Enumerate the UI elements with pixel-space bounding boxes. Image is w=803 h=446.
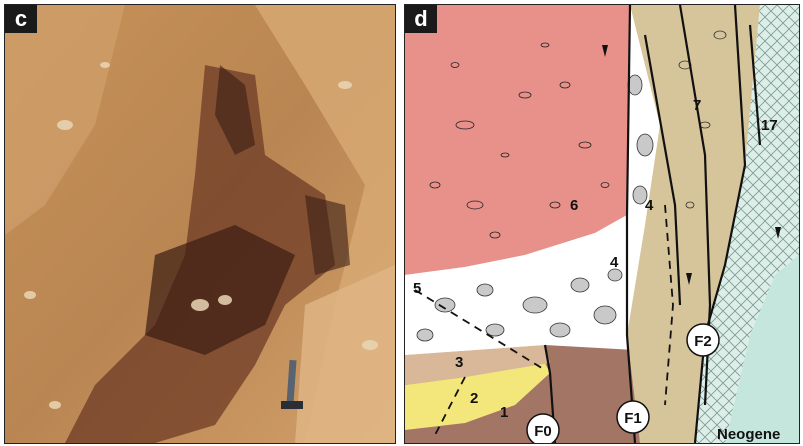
- outcrop-photo: [5, 5, 395, 443]
- unit-1-label: 1: [500, 404, 508, 421]
- panel-label: d: [405, 5, 437, 33]
- unit-4-label-upper: 4: [645, 197, 654, 214]
- geologic-sketch: 6 4 4 5 3 2 1 7 17 F0 F1 F2 Neogene: [405, 5, 799, 443]
- fault-f2-marker: F2: [687, 324, 719, 356]
- unit-4-label-lower: 4: [610, 254, 619, 271]
- fault-f0-label: F0: [534, 423, 552, 440]
- outcrop-photo-panel: c: [4, 4, 396, 444]
- unit-3-label: 3: [455, 354, 463, 371]
- fault-f0-marker: F0: [527, 414, 559, 443]
- unit-2-label: 2: [470, 390, 478, 407]
- fault-f1-label: F1: [624, 410, 642, 427]
- unit-17-label: 17: [761, 117, 778, 134]
- neogene-label: Neogene: [717, 426, 780, 443]
- sketch-panel: 6 4 4 5 3 2 1 7 17 F0 F1 F2 Neogene d: [404, 4, 800, 444]
- fault-f1-marker: F1: [617, 401, 649, 433]
- unit-6-label: 6: [570, 197, 578, 214]
- unit-7-label: 7: [693, 97, 701, 114]
- unit-5-label: 5: [413, 280, 421, 297]
- panel-label: c: [5, 5, 37, 33]
- fault-f2-label: F2: [694, 333, 712, 350]
